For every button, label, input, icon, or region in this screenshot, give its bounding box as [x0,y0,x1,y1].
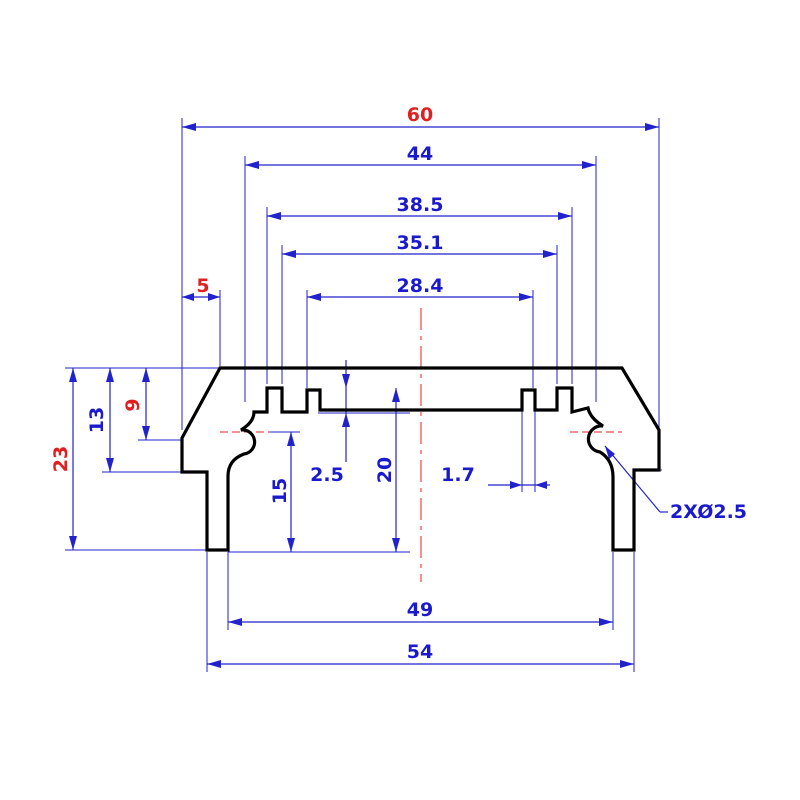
dim-54 [207,660,634,668]
dim-38-5 [267,212,572,220]
dim-label-15: 15 [269,478,291,504]
dim-20 [392,388,400,552]
extrusion-profile [180,366,661,552]
dim-60 [182,123,659,131]
dim-23 [69,368,77,550]
dim-15 [287,432,295,552]
dim-28-4 [307,293,533,301]
dim-9 [142,368,150,440]
dim-label-60: 60 [407,104,433,126]
dim-49 [228,618,613,626]
dim-label-35-1: 35.1 [397,232,444,254]
extension-lines [65,118,662,672]
dim-label-9: 9 [122,398,144,411]
dim-5 [182,293,220,301]
dim-35-1 [282,250,557,258]
dim-13 [106,368,114,472]
dim-label-44: 44 [407,143,433,165]
hole-callout-label: 2XØ2.5 [670,501,747,523]
dim-label-20: 20 [374,457,396,483]
dim-1-7 [488,481,550,489]
dim-label-38-5: 38.5 [397,194,444,216]
dim-label-5: 5 [196,275,209,297]
dim-label-49: 49 [407,599,433,621]
dim-label-1-7: 1.7 [441,464,475,486]
dim-label-23: 23 [50,446,72,472]
dim-label-13: 13 [86,407,108,433]
dim-44 [245,161,596,169]
dim-label-54: 54 [407,641,433,663]
dim-label-28-4: 28.4 [397,275,444,297]
dim-label-2-5: 2.5 [310,464,344,486]
